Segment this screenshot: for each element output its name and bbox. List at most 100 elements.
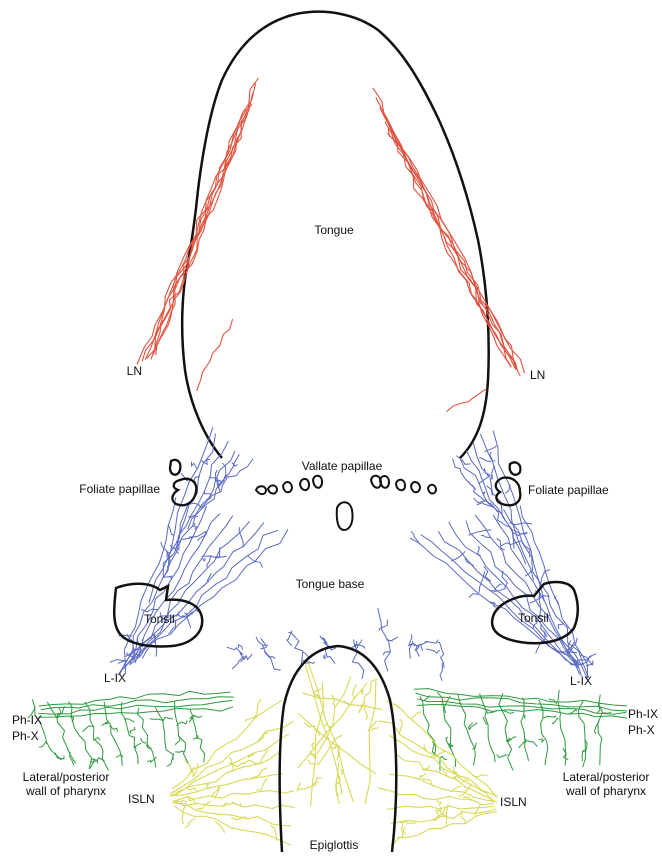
isln-fiber-branch (182, 805, 186, 824)
lix-fiber-branch (469, 594, 478, 598)
isln-fiber-branch (256, 778, 267, 790)
isln-fiber-branch (337, 747, 339, 760)
isln-fiber-branch (245, 718, 257, 722)
isln-fiber-branch (304, 722, 316, 726)
label-epiglottis: Epiglottis (310, 838, 359, 852)
isln-fiber (298, 714, 376, 774)
glossopharyngeal-midline-branches (227, 608, 444, 681)
lix-fiber-branch (479, 458, 491, 462)
pharyngeal-fiber (521, 698, 529, 761)
pharyngeal-fiber-branch (543, 716, 556, 718)
pharyngeal-fiber-branch (70, 752, 74, 766)
pharyngeal-fiber (122, 702, 139, 764)
pharyngeal-fiber-branch (469, 723, 477, 730)
pharyngeal-fiber (137, 708, 155, 767)
lix-fiber-branch (194, 523, 197, 530)
lingual-nerve-left (137, 78, 258, 391)
isln-fiber-branch (188, 788, 196, 791)
lix-fiber (227, 647, 247, 659)
pharyngeal-fiber-branch (150, 719, 164, 721)
pharyngeal-fiber-branch (55, 753, 64, 759)
internal-superior-laryngeal-nerve (170, 662, 498, 846)
lix-fiber-branch (161, 542, 168, 555)
pharyngeal-fiber-branch (130, 727, 135, 734)
lix-fiber-branch (411, 531, 421, 545)
isln-fiber (317, 677, 351, 755)
label-vallate-papillae: Vallate papillae (302, 459, 383, 473)
lingual-nerve-strand (447, 389, 487, 412)
pharyngeal-fiber-branch (552, 718, 558, 724)
pharyngeal-fiber (499, 693, 513, 770)
label-tongue: Tongue (314, 223, 353, 237)
pharyngeal-fiber (104, 702, 122, 766)
lingual-nerve-strand (151, 110, 249, 360)
lix-fiber-branch (203, 573, 212, 587)
pharyngeal-fiber-branch (135, 743, 141, 748)
label-pharynx-left: Lateral/posterior wall of pharynx (11, 770, 121, 798)
isln-fiber-branch (230, 757, 234, 772)
lix-fiber-branch (451, 551, 465, 561)
lix-fiber (421, 535, 575, 664)
label-foliate-left: Foliate papillae (60, 482, 160, 496)
isln-fiber (308, 662, 354, 803)
lix-fiber-branch (238, 645, 243, 650)
isln-fiber-branch (437, 800, 441, 806)
pharyngeal-fiber (38, 707, 233, 717)
label-tongue-base: Tongue base (296, 577, 365, 591)
label-pharynx-right: Lateral/posterior wall of pharynx (551, 770, 661, 798)
pharyngeal-fiber-branch (102, 722, 109, 726)
lix-fiber-branch (202, 556, 227, 558)
lix-fiber-branch (484, 468, 492, 480)
lix-fiber (520, 506, 587, 681)
label-isln-left: ISLN (128, 792, 155, 806)
lingual-nerve-strand (380, 107, 518, 371)
lix-fiber-branch (490, 452, 495, 462)
pharyngeal-fiber-branch (539, 739, 545, 742)
glossopharyngeal-lingual-branch-right (410, 431, 596, 681)
lix-fiber-branch (469, 482, 476, 490)
label-tonsil-right: Tonsil (518, 611, 549, 625)
isln-fiber-branch (446, 804, 448, 825)
pharyngeal-fiber-branch (176, 737, 180, 746)
lix-fiber-branch (426, 649, 439, 654)
pharyngeal-fiber (480, 694, 496, 763)
lix-fiber-branch (118, 661, 124, 663)
isln-fiber (386, 701, 496, 798)
isln-fiber (174, 806, 291, 845)
lix-fiber (133, 529, 288, 660)
lingual-nerve-strand (388, 128, 511, 366)
label-isln-right: ISLN (500, 795, 527, 809)
isln-fiber-branch (311, 743, 313, 748)
pharyngeal-fiber (175, 702, 189, 763)
pharyngeal-fiber-branch (497, 755, 508, 758)
lix-fiber-branch (440, 663, 442, 681)
lix-fiber-branch (555, 597, 559, 606)
lix-fiber (410, 538, 572, 665)
lix-fiber (438, 531, 577, 667)
lix-fiber-branch (505, 485, 510, 494)
pharyngeal-fiber-branch (167, 754, 174, 767)
lix-fiber-branch (193, 610, 199, 613)
isln-fiber-branch (340, 770, 343, 775)
lix-fiber-branch (232, 656, 244, 669)
isln-fiber-branch (308, 760, 318, 764)
isln-fiber-branch (399, 719, 402, 734)
lingual-nerve-strand (373, 88, 525, 373)
label-lix-left: L-IX (104, 671, 126, 685)
lingual-nerve-strand (197, 319, 233, 391)
isln-fiber-branch (410, 712, 421, 719)
isln-fiber-branch (185, 818, 196, 828)
lix-fiber (378, 608, 391, 671)
isln-fiber-branch (244, 760, 260, 763)
label-phx-left: Ph-X (12, 729, 39, 743)
lix-fiber-branch (191, 462, 197, 469)
vallate-papillae (256, 476, 436, 530)
pharyngeal-fiber-branch (597, 702, 600, 713)
label-ln-left: LN (120, 364, 142, 378)
lix-fiber (261, 638, 281, 670)
isln-fiber (365, 681, 376, 804)
lix-fiber-branch (479, 571, 485, 593)
label-foliate-right: Foliate papillae (528, 483, 609, 497)
pharyngeal-fiber-branch (193, 735, 198, 739)
